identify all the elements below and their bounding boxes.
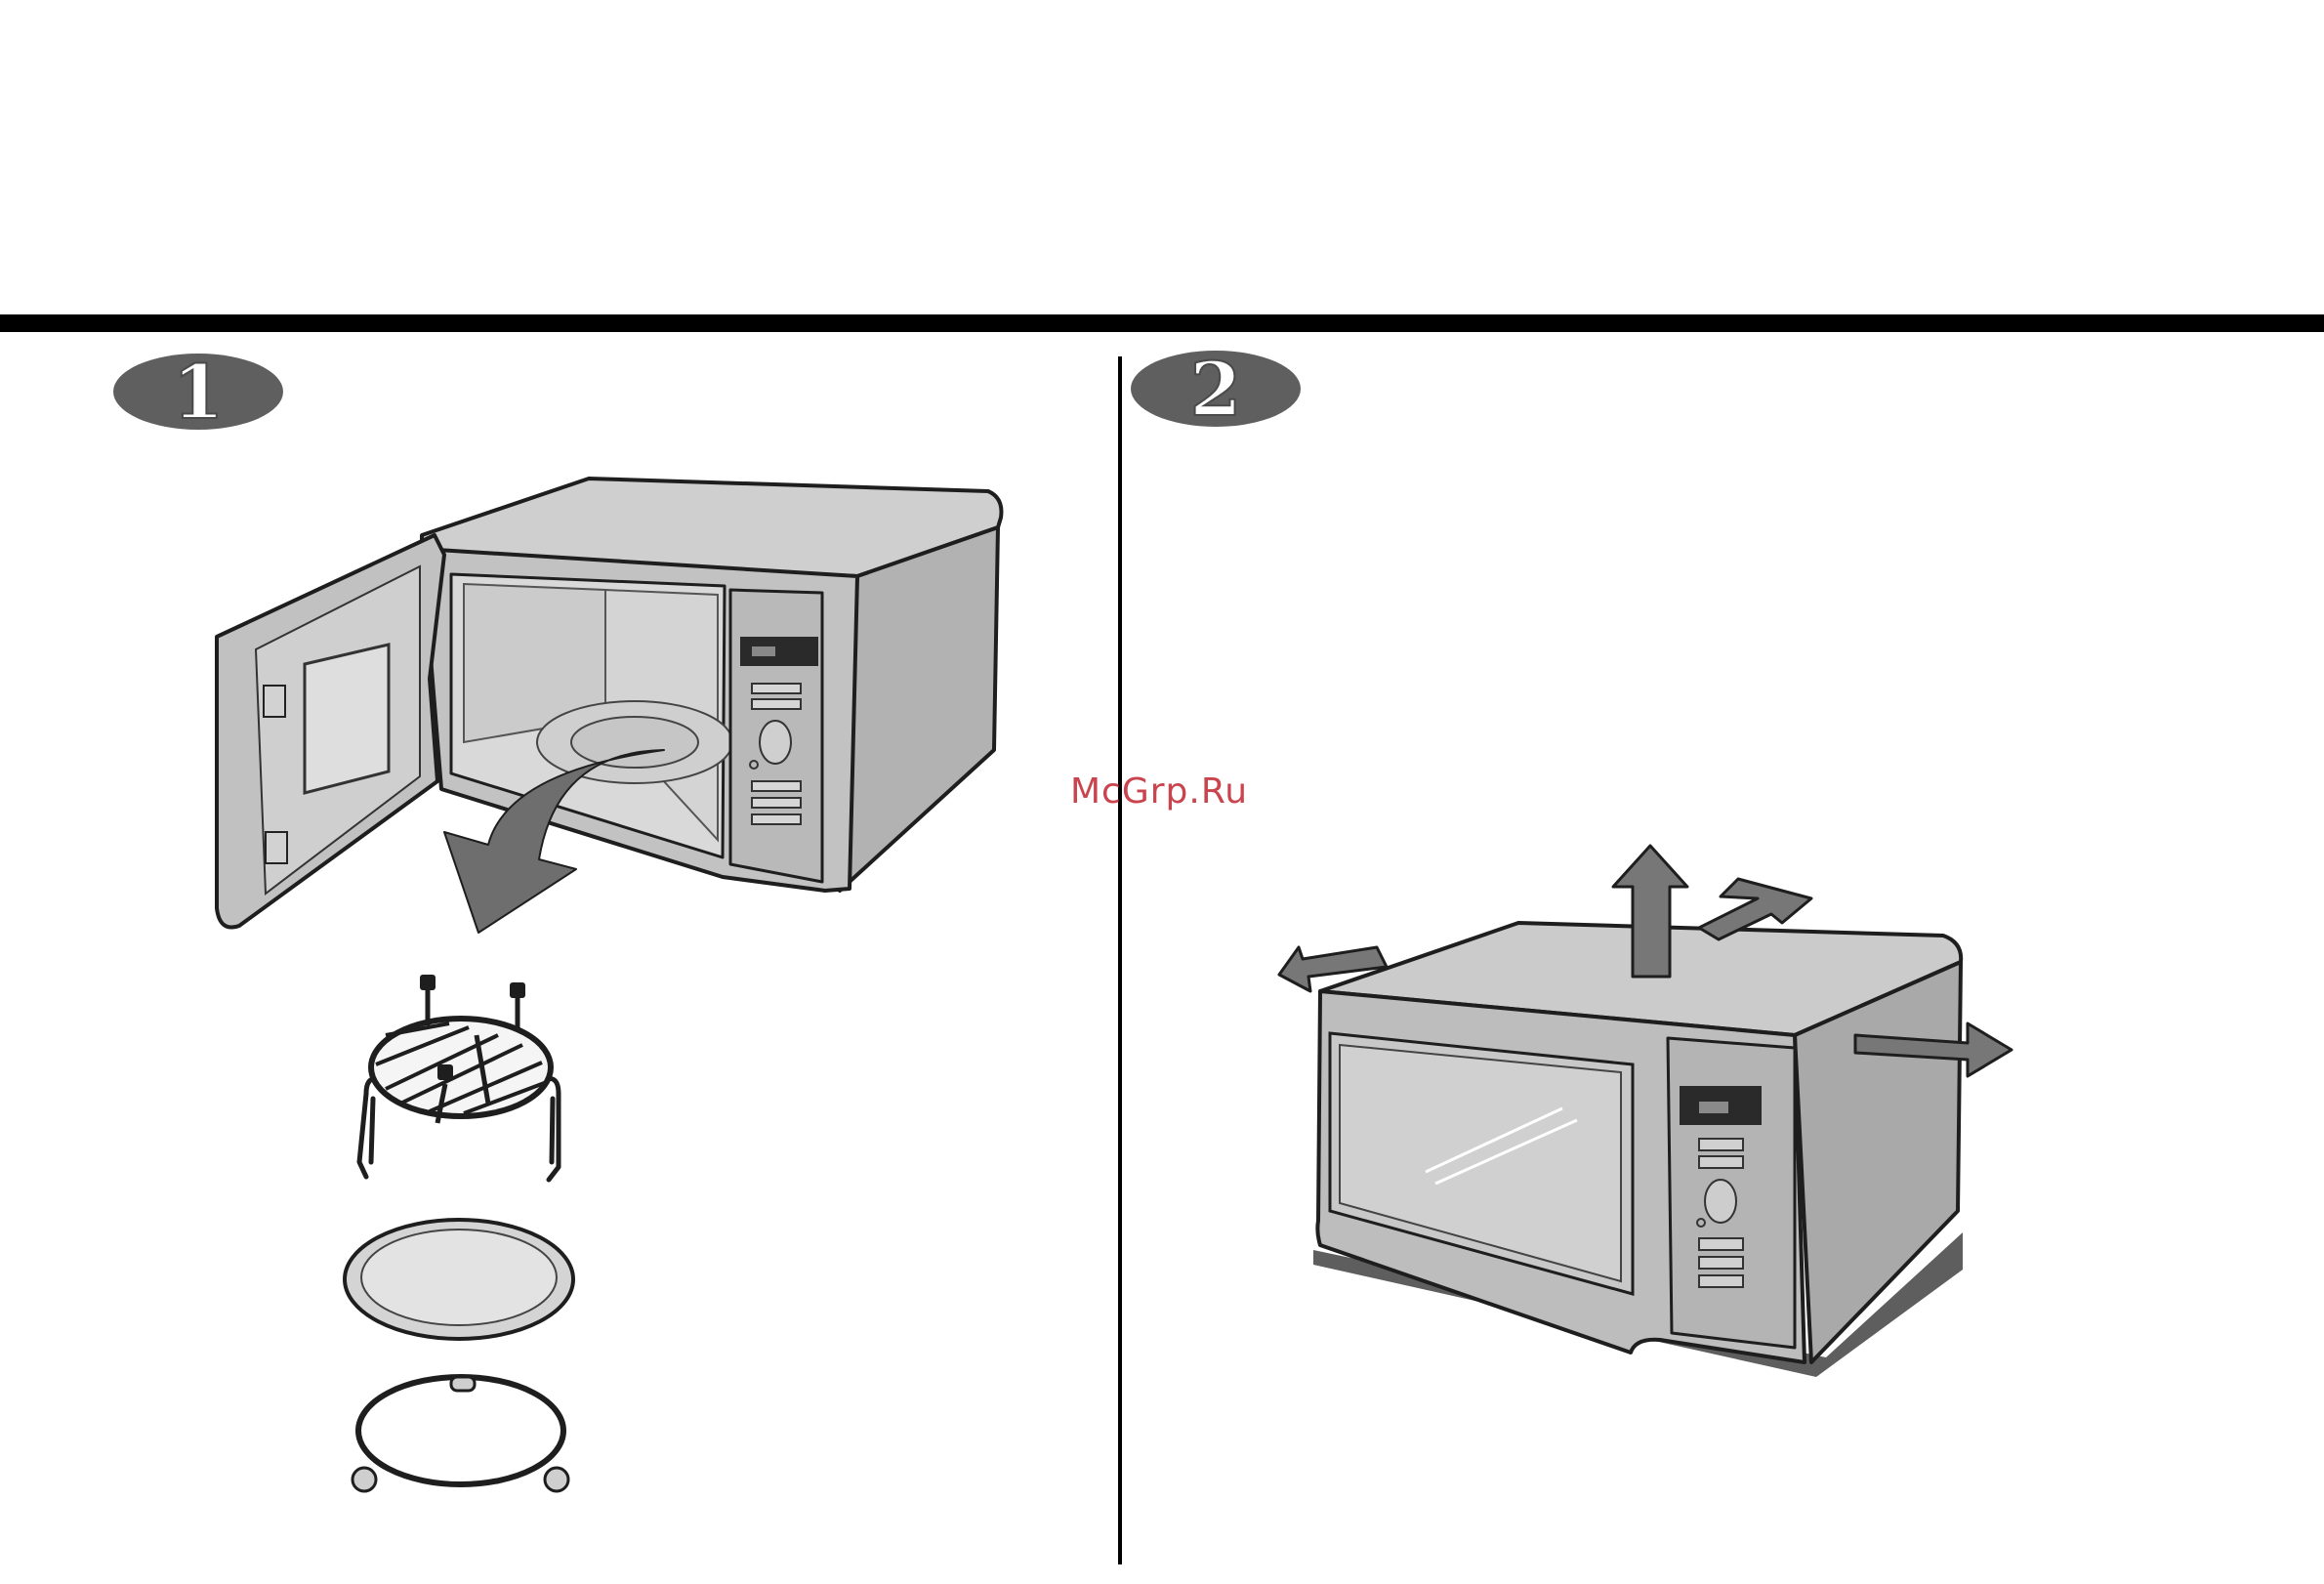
roller-ring-icon — [353, 1377, 568, 1491]
step-2-number: 2 — [1190, 346, 1242, 433]
column-divider — [1118, 356, 1122, 1564]
grill-rack-icon — [359, 975, 559, 1180]
header-rule — [0, 314, 2324, 332]
watermark-text: McGrp.Ru — [1070, 771, 1248, 812]
step-2-badge: 2 — [1131, 346, 1301, 433]
glass-tray-icon — [345, 1220, 573, 1339]
microwave-closed-icon — [1313, 923, 1963, 1377]
microwave-open-door-icon — [217, 479, 1001, 933]
step-1-number: 1 — [173, 349, 225, 436]
step-1-badge: 1 — [113, 349, 283, 436]
